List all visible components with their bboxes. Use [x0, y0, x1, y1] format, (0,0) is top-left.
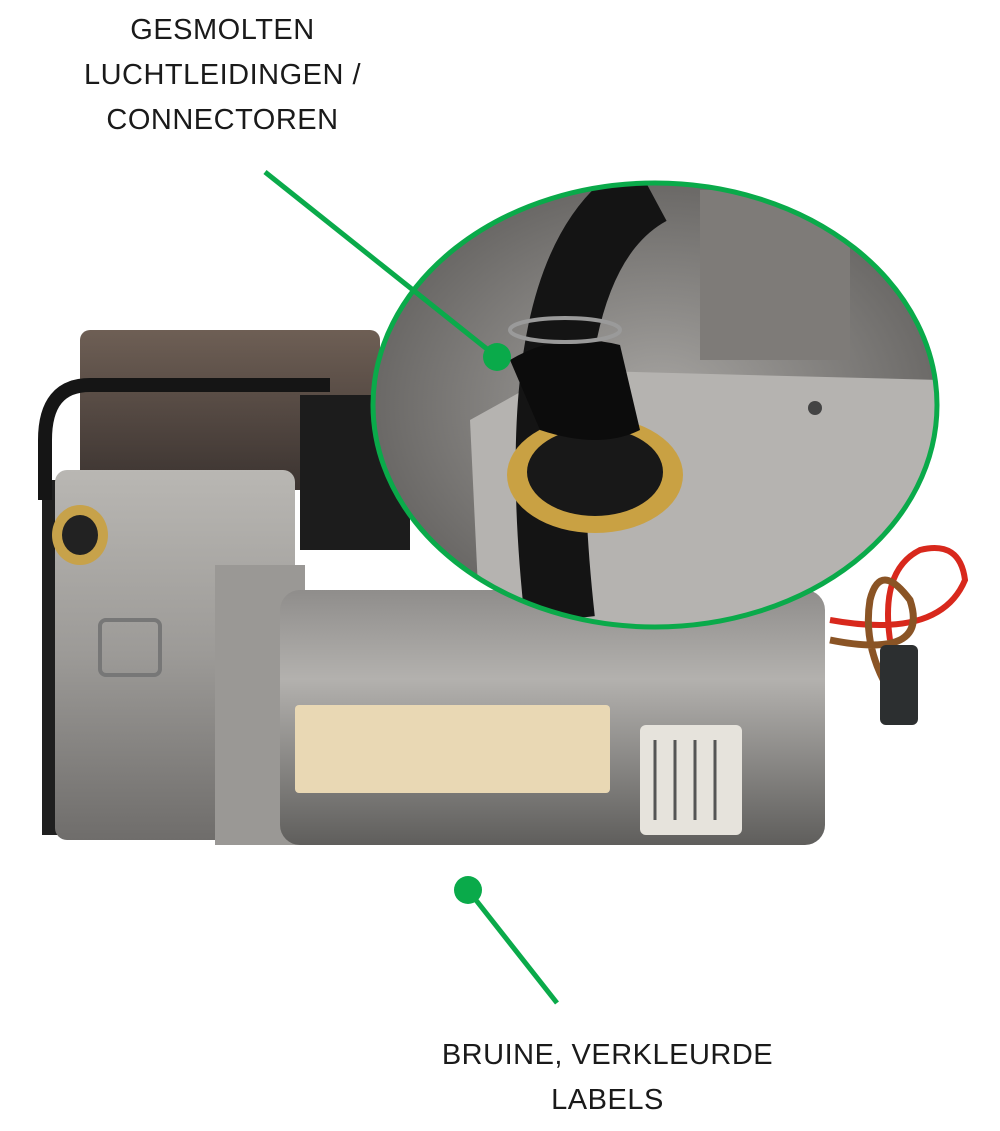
- compressor: [38, 330, 969, 845]
- inset-border: [370, 180, 940, 630]
- annotation-line: LABELS: [551, 1084, 664, 1116]
- annotation-line: GESMOLTEN: [130, 14, 315, 46]
- annotation-discolored-labels: BRUINE, VERKLEURDE LABELS: [420, 1033, 795, 1123]
- annotation-line: BRUINE, VERKLEURDE: [441, 1039, 774, 1071]
- annotation-line: CONNECTOREN: [106, 104, 339, 136]
- callout-dot-bottom: [454, 876, 482, 904]
- annotation-line: LUCHTLEIDINGEN /: [83, 59, 362, 91]
- callout-line-bottom: [466, 888, 559, 1005]
- callout-dot-top: [483, 343, 511, 371]
- inset-zoom: [370, 180, 940, 630]
- callout-line-top: [263, 170, 499, 359]
- annotation-melted-air-lines: GESMOLTEN LUCHTLEIDINGEN / CONNECTOREN: [40, 8, 405, 143]
